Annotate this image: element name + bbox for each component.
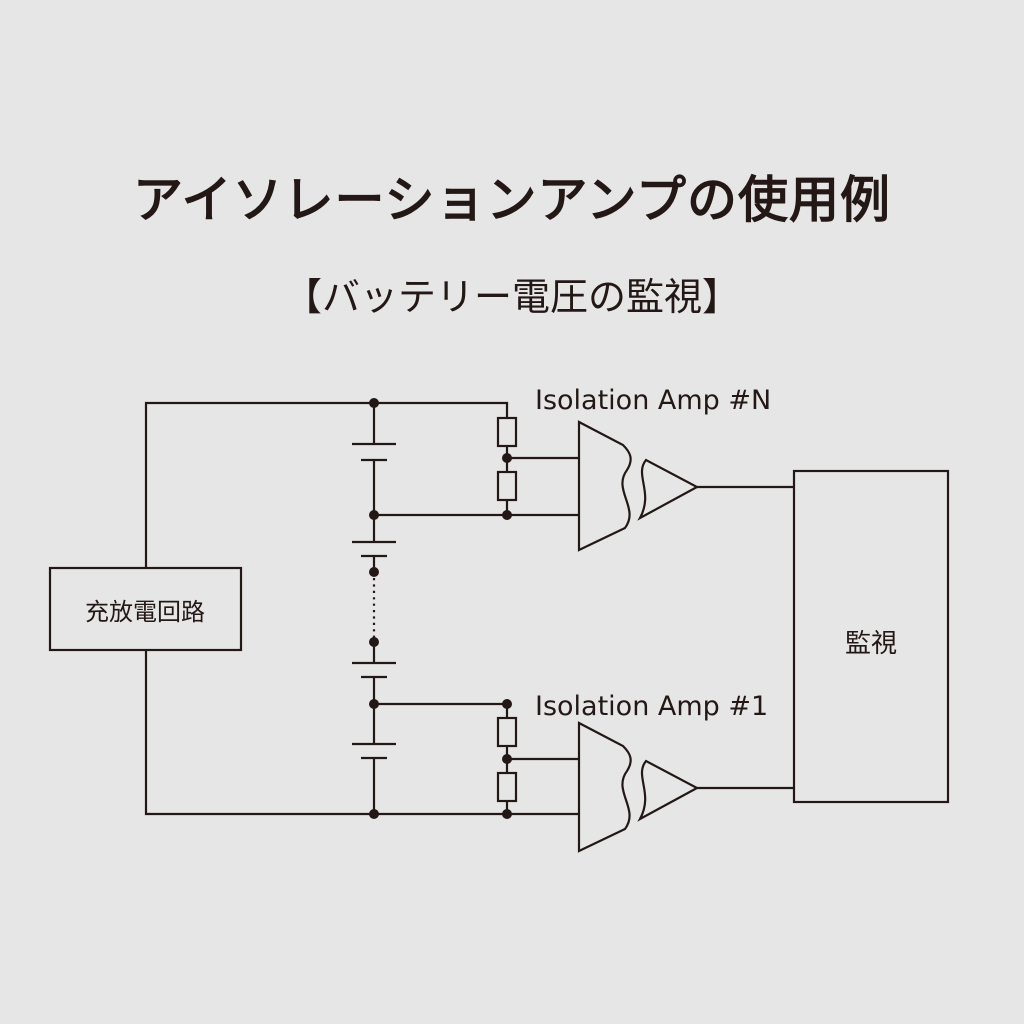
isolation-amp-n-symbol <box>577 420 700 552</box>
battery-cell-1 <box>352 442 396 462</box>
isolation-amp-1-symbol <box>577 721 700 853</box>
junction-dots <box>369 398 512 819</box>
battery-cell-4 <box>352 742 396 760</box>
battery-cell-2 <box>352 540 396 558</box>
wire-top <box>144 401 509 568</box>
resistor-bottom-upper <box>496 716 518 748</box>
resistor-top-upper <box>496 416 518 448</box>
battery-cell-3 <box>352 661 396 679</box>
monitor-label: 監視 <box>845 629 897 659</box>
wire-bottom <box>144 650 579 816</box>
amp-bottom-label: Isolation Amp #1 <box>535 691 768 722</box>
wire-bottom-feed <box>374 702 509 718</box>
page-title: アイソレーションアンプの使用例 <box>133 171 891 229</box>
charger-label: 充放電回路 <box>85 598 205 626</box>
monitor-box <box>792 469 950 804</box>
resistor-bottom-lower <box>496 771 518 803</box>
charge-discharge-box <box>48 566 243 652</box>
resistor-top-lower <box>496 470 518 502</box>
page-subtitle: 【バッテリー電圧の監視】 <box>283 275 740 319</box>
amp-top-label: Isolation Amp #N <box>535 385 771 416</box>
